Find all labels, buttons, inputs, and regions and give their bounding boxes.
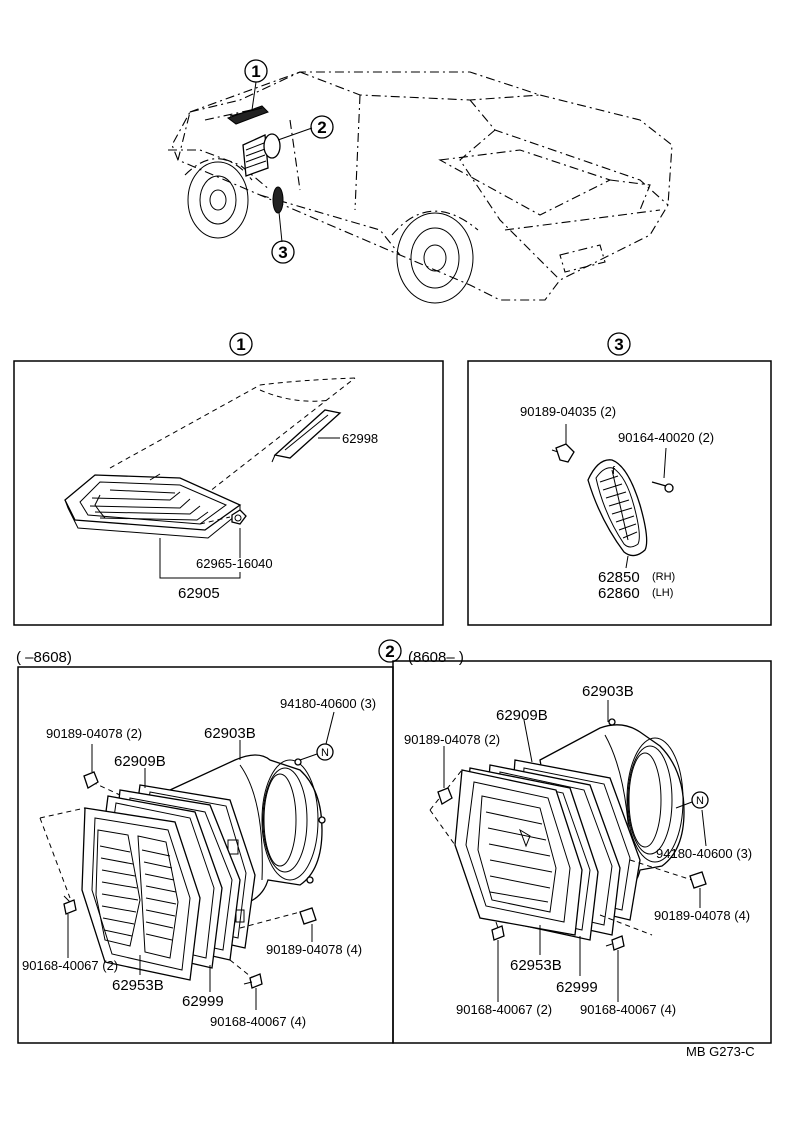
part-94180-left-label: 94180-40600 (3) bbox=[280, 696, 376, 711]
screw-90168-left-right bbox=[491, 921, 505, 941]
part-62909b-left-label: 62909B bbox=[114, 753, 166, 770]
svg-text:f: f bbox=[612, 465, 616, 477]
vent-cover-62850: f bbox=[587, 459, 648, 557]
screw-90168-left bbox=[63, 895, 77, 915]
screw-90168-right-right bbox=[605, 935, 625, 951]
clip-90189-bottom-left bbox=[299, 907, 317, 925]
callout-1: 1 bbox=[244, 59, 268, 83]
section-2-right-frame bbox=[392, 660, 772, 1044]
callout-3-label: 3 bbox=[278, 243, 287, 262]
svg-text:N: N bbox=[696, 795, 704, 807]
part-90189-top-left-label: 90189-04078 (2) bbox=[46, 726, 142, 741]
clip-90189-top-left bbox=[83, 771, 99, 789]
callout-1-label: 1 bbox=[251, 62, 260, 81]
part-62903b-left-label: 62903B bbox=[204, 725, 256, 742]
section-3: 3 90189-04035 (2) 90164-40020 (2) bbox=[467, 332, 772, 626]
svg-text:N: N bbox=[321, 747, 329, 759]
small-vent-sketch bbox=[272, 186, 284, 214]
part-62965-label: 62965-16040 bbox=[196, 556, 273, 571]
screw-90189-04035 bbox=[551, 443, 575, 463]
part-90168-left-right-label: 90168-40067 (2) bbox=[456, 1002, 552, 1017]
part-62953b-left-label: 62953B bbox=[112, 977, 164, 994]
front-grille-left bbox=[81, 807, 201, 981]
section-2-header: ( –8608) 2 (8608– ) bbox=[16, 639, 464, 666]
part-90168-left-label: 90168-40067 (2) bbox=[22, 958, 118, 973]
front-grille-right bbox=[454, 769, 583, 936]
left-range-label: ( –8608) bbox=[16, 649, 72, 666]
section-2-left: N 94180-40600 (3) 90189-04078 (2) 62903B… bbox=[17, 666, 394, 1044]
screw-90168-bottom-left bbox=[243, 973, 263, 989]
clip-90189-right bbox=[689, 871, 707, 889]
part-62909b-right-label: 62909B bbox=[496, 707, 548, 724]
part-90189-top-right-label: 90189-04078 (2) bbox=[404, 732, 500, 747]
nut-94180-right: N bbox=[675, 791, 709, 809]
clip-90189-top-right bbox=[437, 787, 453, 805]
callout-3: 3 bbox=[271, 240, 295, 264]
part-62905-label: 62905 bbox=[178, 585, 220, 602]
side-intake-sketch bbox=[242, 133, 281, 177]
part-90189-04035-label: 90189-04035 (2) bbox=[520, 404, 616, 419]
section-1: 1 62998 bbox=[13, 332, 444, 626]
part-90189-bottom-left-label: 90189-04078 (4) bbox=[266, 942, 362, 957]
part-62953b-right-label: 62953B bbox=[510, 957, 562, 974]
diagram-code: MB G273-C bbox=[686, 1044, 755, 1059]
right-range-label: (8608– ) bbox=[408, 649, 464, 666]
section-1-frame bbox=[13, 360, 444, 626]
clip-62965 bbox=[231, 509, 247, 525]
part-90164-40020-label: 90164-40020 (2) bbox=[618, 430, 714, 445]
section-3-frame bbox=[467, 360, 772, 626]
part-62850-label: 62850 bbox=[598, 569, 640, 586]
section-1-number: 1 bbox=[236, 335, 245, 354]
part-62998-label: 62998 bbox=[342, 431, 378, 446]
car-overview: 1 2 3 bbox=[168, 59, 673, 304]
part-94180-right-label: 94180-40600 (3) bbox=[656, 846, 752, 861]
part-62860-label: 62860 bbox=[598, 585, 640, 602]
callout-2: 2 bbox=[310, 115, 334, 139]
part-62999-left-label: 62999 bbox=[182, 993, 224, 1010]
part-62860-side: (LH) bbox=[652, 587, 673, 599]
nut-94180-left: N bbox=[299, 743, 334, 761]
part-90168-right-right-label: 90168-40067 (4) bbox=[580, 1002, 676, 1017]
section-3-number: 3 bbox=[614, 335, 623, 354]
screw-90164-40020 bbox=[651, 481, 674, 493]
part-90168-bottom-left-label: 90168-40067 (4) bbox=[210, 1014, 306, 1029]
part-90189-right-label: 90189-04078 (4) bbox=[654, 908, 750, 923]
part-62903b-right-label: 62903B bbox=[582, 683, 634, 700]
bracket-62998 bbox=[271, 409, 342, 463]
section-2-number: 2 bbox=[385, 642, 394, 661]
section-2-right: N 62903B 62909B 90189-04078 (2) 94180-40… bbox=[392, 660, 772, 1044]
callout-2-label: 2 bbox=[317, 118, 326, 137]
engine-grille-sketch bbox=[226, 105, 269, 125]
part-62999-right-label: 62999 bbox=[556, 979, 598, 996]
part-62850-side: (RH) bbox=[652, 571, 675, 583]
louver-grille-62905 bbox=[64, 473, 242, 539]
